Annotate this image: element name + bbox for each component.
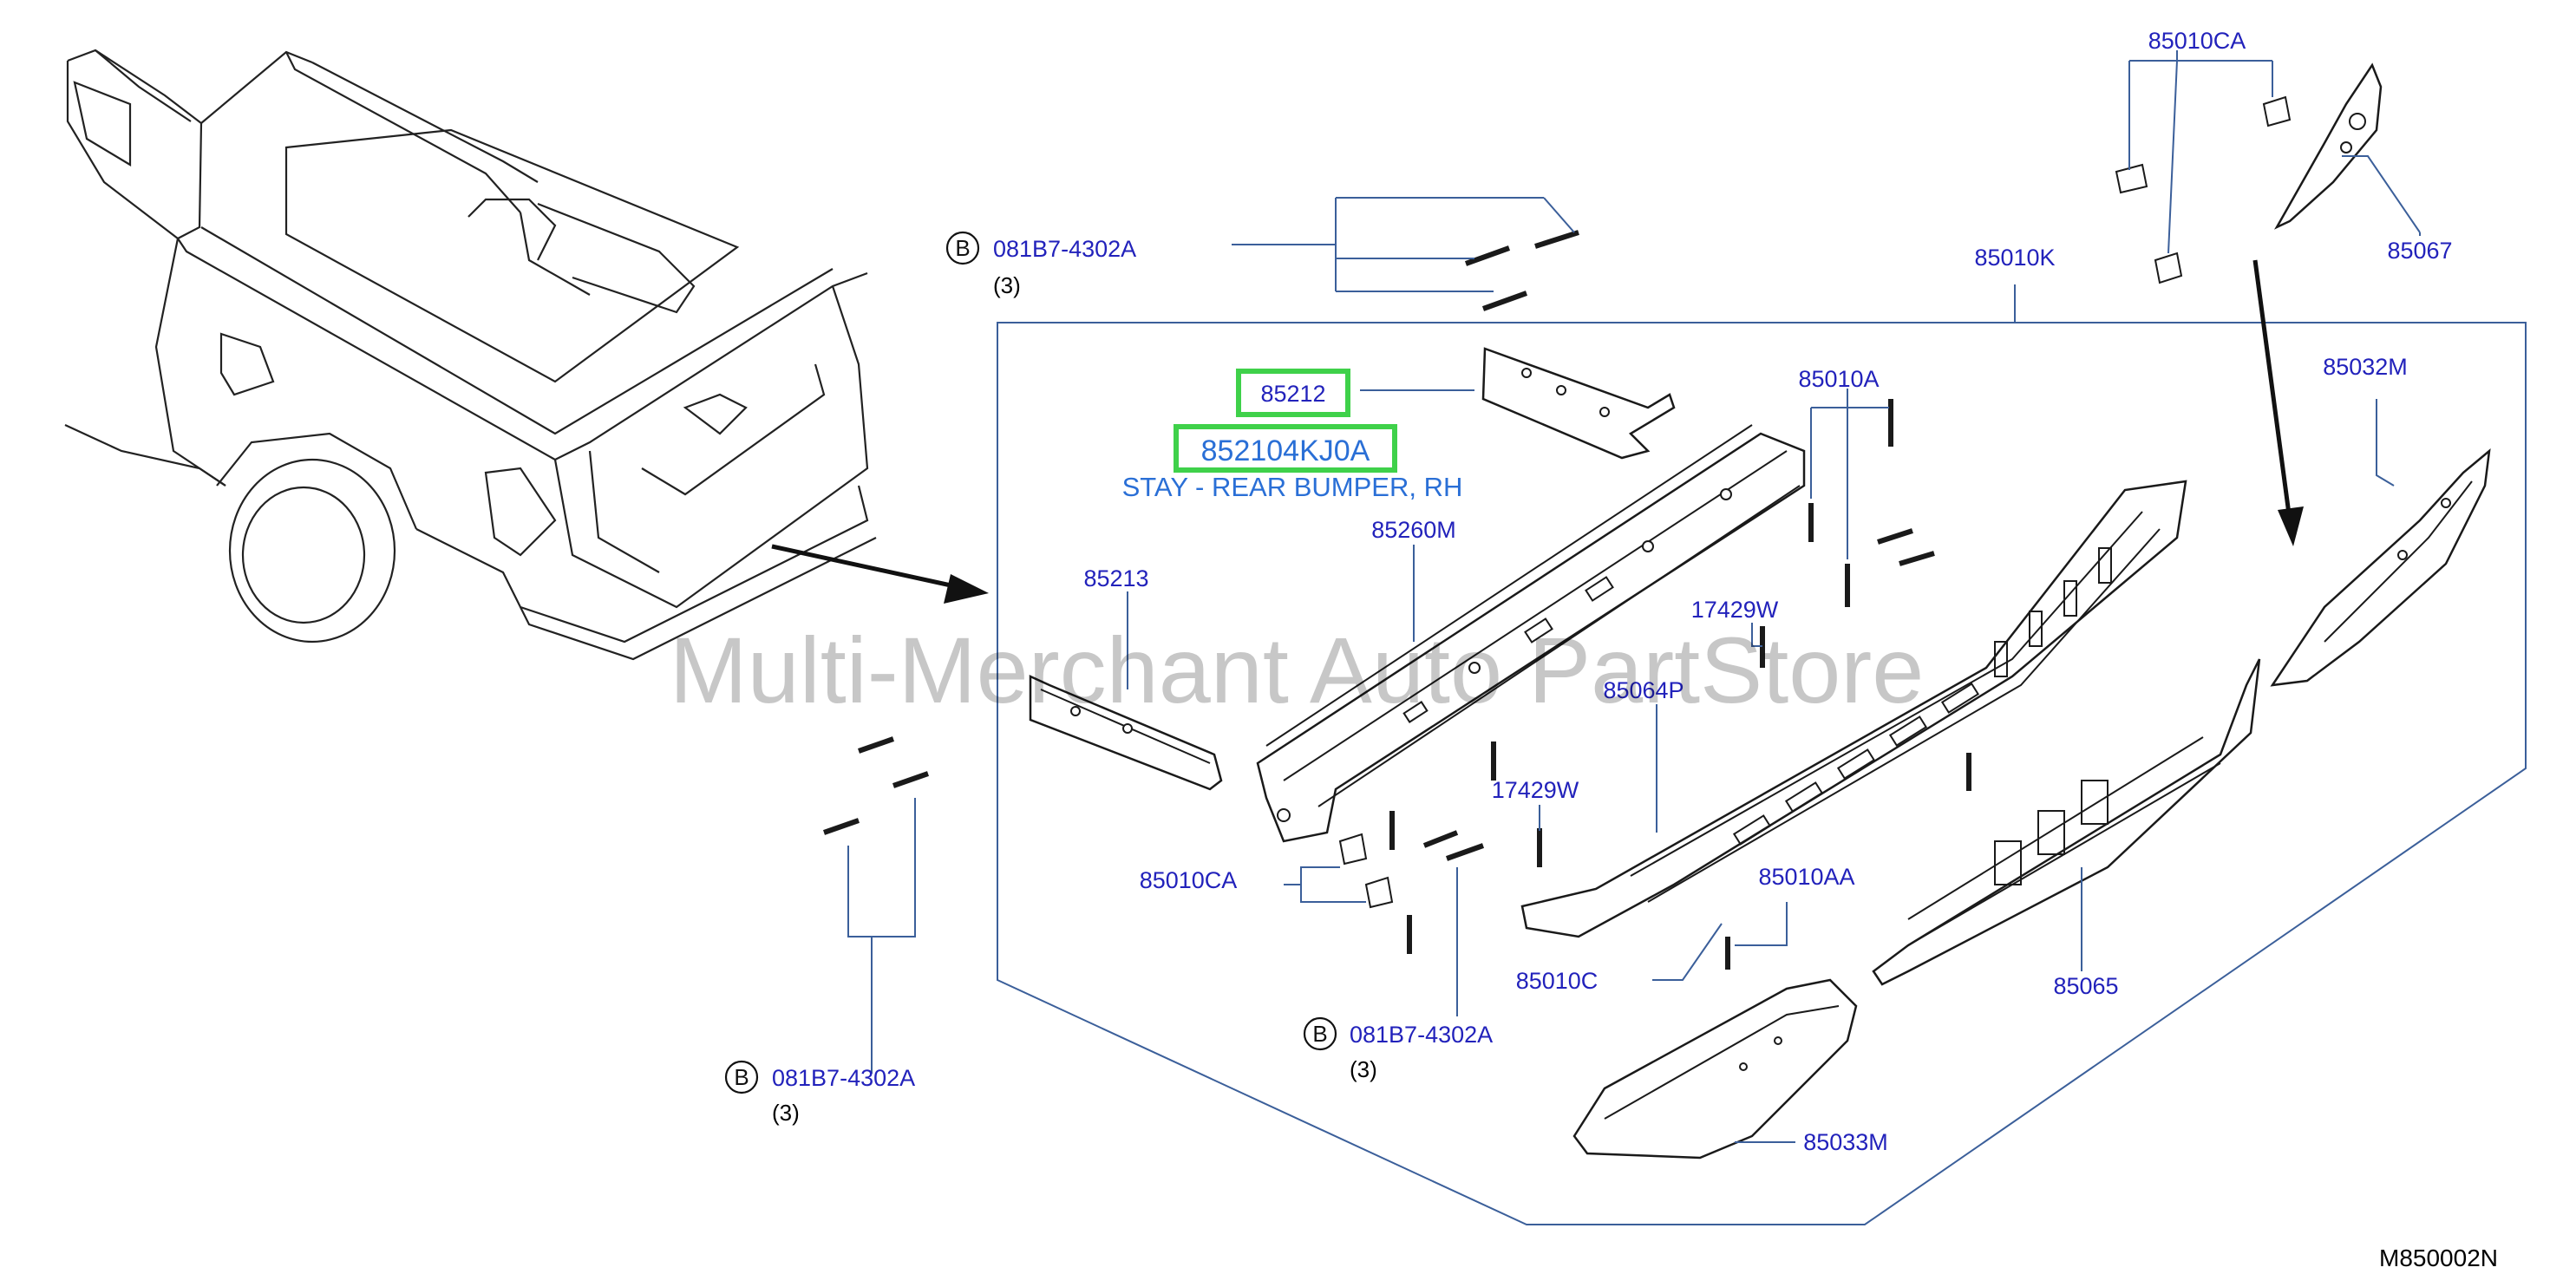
highlight-description: STAY - REAR BUMPER, RH bbox=[1122, 472, 1463, 502]
callout-85064P[interactable]: 85064P bbox=[1603, 677, 1684, 703]
callout-85032M[interactable]: 85032M bbox=[2323, 354, 2408, 380]
callout-85010AA[interactable]: 85010AA bbox=[1758, 864, 1854, 890]
end-cap-85032M bbox=[2270, 448, 2491, 687]
end-cap-85033M bbox=[1572, 978, 1858, 1160]
end-cap-pointer-arrow bbox=[2252, 259, 2304, 546]
bolt-ref-part[interactable]: 081B7-4302A bbox=[1350, 1022, 1493, 1048]
callout-85010A[interactable]: 85010A bbox=[1798, 366, 1879, 392]
assembly-boundary bbox=[997, 322, 2527, 1225]
stay-bracket-85213 bbox=[1029, 675, 1223, 791]
highlight-part-number[interactable]: 852104KJ0A bbox=[1201, 434, 1370, 467]
callout-85010K[interactable]: 85010K bbox=[1974, 245, 2055, 271]
part-number-highlight-box bbox=[1174, 424, 1397, 473]
truck-illustration bbox=[64, 49, 877, 661]
callout-85010CA-top[interactable]: 85010CA bbox=[2148, 28, 2246, 54]
callout-85010C[interactable]: 85010C bbox=[1516, 968, 1599, 994]
leader-lines bbox=[847, 50, 2421, 1143]
clips-85010CA-top bbox=[2115, 95, 2292, 284]
bolt-ref-left: B 081B7-4302A (3) bbox=[724, 1060, 915, 1126]
absorber-85064P bbox=[1520, 480, 2187, 938]
selected-part-highlight[interactable]: 85212 852104KJ0A STAY - REAR BUMPER, RH bbox=[1122, 369, 1463, 502]
callout-85067[interactable]: 85067 bbox=[2387, 238, 2452, 264]
truck-pointer-arrow bbox=[771, 544, 989, 604]
bolt-ref-symbol: B bbox=[955, 235, 970, 261]
bolt-ref-qty: (3) bbox=[993, 272, 1021, 298]
bolt-ref-top: B 081B7-4302A (3) bbox=[945, 231, 1136, 298]
bolt-ref-part[interactable]: 081B7-4302A bbox=[993, 236, 1136, 262]
callout-85065[interactable]: 85065 bbox=[2053, 973, 2118, 999]
stay-part-highlight-box bbox=[1236, 369, 1350, 417]
bolt-ref-symbol: B bbox=[734, 1064, 749, 1090]
callout-17429W-lower[interactable]: 17429W bbox=[1492, 777, 1579, 803]
bolt-ref-part[interactable]: 081B7-4302A bbox=[772, 1065, 915, 1091]
callout-labels: 85010CA 85067 85010K 85032M 85010A 85260… bbox=[1083, 28, 2452, 1155]
stay-part-label[interactable]: 85212 bbox=[1260, 381, 1325, 407]
fascia-85065 bbox=[1872, 658, 2261, 986]
watermark: Multi-Merchant Auto PartStore bbox=[670, 617, 1925, 722]
bolts bbox=[823, 230, 1971, 970]
callout-85260M[interactable]: 85260M bbox=[1371, 517, 1456, 543]
bolt-ref-qty: (3) bbox=[772, 1100, 800, 1126]
callout-85010CA-mid[interactable]: 85010CA bbox=[1140, 867, 1238, 893]
bolt-ref-mid: B 081B7-4302A (3) bbox=[1303, 1016, 1493, 1082]
callout-17429W-upper[interactable]: 17429W bbox=[1691, 597, 1779, 623]
callout-85213[interactable]: 85213 bbox=[1083, 565, 1148, 591]
bolt-ref-symbol: B bbox=[1312, 1021, 1327, 1047]
bolt-ref-qty: (3) bbox=[1350, 1056, 1377, 1082]
callout-85033M[interactable]: 85033M bbox=[1803, 1129, 1888, 1155]
side-bracket-85067 bbox=[2273, 62, 2383, 230]
clips-85010CA-mid bbox=[1338, 833, 1394, 909]
stay-bracket-85212 bbox=[1481, 347, 1676, 460]
reinforcement-85260M bbox=[1256, 424, 1806, 843]
figure-code: M850002N bbox=[2379, 1245, 2498, 1271]
